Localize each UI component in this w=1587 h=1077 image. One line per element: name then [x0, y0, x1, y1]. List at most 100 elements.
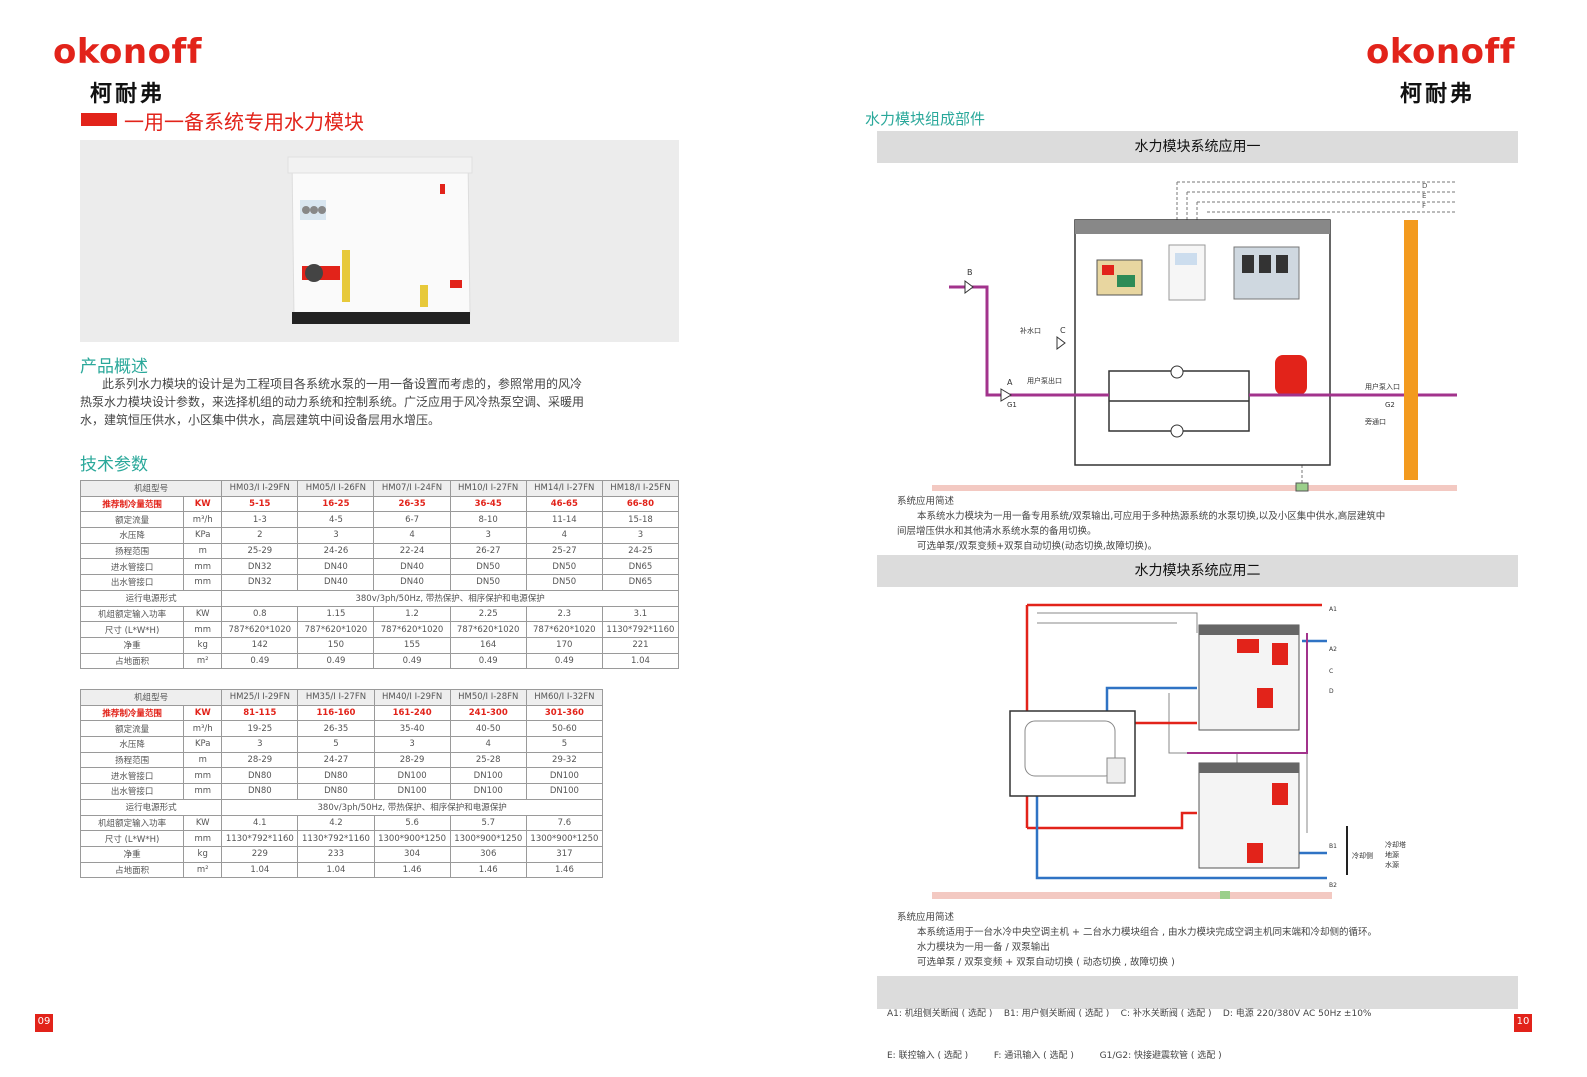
table-cell: 380v/3ph/50Hz, 带热保护、相序保护和电源保护	[221, 589, 679, 607]
app2-note-title: 系统应用简述	[897, 912, 955, 923]
table-cell: 占地面积	[79, 861, 185, 879]
table-cell: 0.49	[449, 652, 527, 670]
app1-note-line: 间层增压供水和其他清水系统水泵的备用切换。	[897, 526, 1097, 537]
table-cell: DN100	[525, 767, 604, 785]
app1-note: 系统应用简述 本系统水力模块为一用一备专用系统/双泵输出,可应用于多种热源系统的…	[897, 494, 1497, 554]
overview-text: 此系列水力模块的设计是为工程项目各系统水泵的一用一备设置而考虑的，参照常用的风冷…	[80, 375, 650, 429]
table-cell: KW	[183, 495, 223, 513]
table-cell: 155	[373, 636, 451, 654]
table-cell: 4-5	[297, 511, 375, 529]
table-cell: 1.2	[373, 605, 451, 623]
app2-note-line: 可选单泵 / 双泵变频 + 双泵自动切换 ( 动态切换 , 故障切换 )	[917, 957, 1175, 968]
table-cell: 额定流量	[79, 720, 185, 738]
table-cell: DN80	[297, 767, 375, 785]
brand-logo-cn-right: 柯耐弗	[1400, 82, 1476, 107]
table-cell: 0.49	[373, 652, 451, 670]
label-b: B	[967, 268, 973, 277]
table-cell: DN100	[373, 767, 451, 785]
table-cell: 233	[297, 845, 375, 863]
table-cell: 0.49	[525, 652, 603, 670]
app2-diagram: A1 A2 B1 B2 C D 冷却侧 冷却塔 地源 水源	[877, 593, 1518, 905]
table-cell: 进水管接口	[79, 558, 185, 576]
table-cell: 26-35	[297, 720, 375, 738]
table-cell: 尺寸 (L*W*H)	[79, 830, 185, 847]
table-cell: m	[183, 751, 223, 769]
overview-line: 水，建筑恒压供水，小区集中供水，高层建筑中间设备层用水增压。	[80, 413, 441, 427]
table-cell: mm	[183, 621, 223, 638]
table-cell: 1130*792*1160	[601, 621, 680, 638]
table-cell: DN50	[525, 574, 603, 591]
table-cell: 4	[373, 527, 451, 544]
app1-diagram: D E F B C	[877, 165, 1518, 495]
table-cell: 6-7	[373, 511, 451, 529]
table-cell: 3.1	[601, 605, 680, 623]
table-cell: 787*620*1020	[297, 621, 375, 638]
table-cell: 229	[221, 845, 299, 863]
table-cell: 221	[601, 636, 680, 654]
table-cell: 15-18	[601, 511, 680, 529]
label-cool-side: 冷却侧	[1352, 851, 1373, 860]
table-cell: 进水管接口	[79, 767, 185, 785]
table-cell: 306	[449, 845, 527, 863]
label-a: A	[1007, 378, 1013, 387]
app2-note-line: 本系统适用于一台水冷中央空调主机 + 二台水力模块组合 , 由水力模块完成空调主…	[917, 927, 1378, 938]
table-cell: 1-3	[221, 511, 299, 529]
table-cell: 787*620*1020	[449, 621, 527, 638]
table-cell: HM25/I I-29FN	[221, 689, 299, 706]
table-cell: DN80	[221, 783, 299, 800]
table-cell: 241-300	[449, 704, 527, 722]
table-cell: DN50	[449, 574, 527, 591]
table-cell: HM50/I I-28FN	[449, 689, 527, 706]
table-cell: DN50	[525, 558, 603, 576]
table-cell: HM18/I I-25FN	[601, 480, 680, 497]
table-cell: HM40/I I-29FN	[373, 689, 451, 706]
table-cell: 5	[297, 736, 375, 753]
table-cell: 150	[297, 636, 375, 654]
table-cell: 0.49	[221, 652, 299, 670]
overview-line: 热泵水力模块设计参数，来选择机组的动力系统和控制系统。广泛应用于风冷热泵空调、采…	[80, 395, 585, 409]
table-cell: 机组额定输入功率	[79, 814, 185, 832]
table-cell: 1.46	[449, 861, 527, 879]
table-cell: DN40	[373, 558, 451, 576]
table-cell: 116-160	[297, 704, 375, 722]
table-cell: KPa	[183, 736, 223, 753]
table-cell: DN40	[373, 574, 451, 591]
table-cell: 24-27	[297, 751, 375, 769]
table-cell: 36-45	[449, 495, 527, 513]
table-cell: 出水管接口	[79, 574, 185, 591]
table-cell: 3	[601, 527, 680, 544]
tech-params-title: 技术参数	[80, 455, 148, 475]
table-cell: m	[183, 542, 223, 560]
table-cell: DN40	[297, 574, 375, 591]
table-cell: 29-32	[525, 751, 604, 769]
table-cell: 运行电源形式	[79, 589, 223, 607]
table-cell: mm	[183, 574, 223, 591]
label-b2: B2	[1329, 882, 1337, 889]
table-cell: DN100	[449, 767, 527, 785]
table-cell: 35-40	[373, 720, 451, 738]
table-cell: 28-29	[373, 751, 451, 769]
table-cell: 8-10	[449, 511, 527, 529]
table-cell: 占地面积	[79, 652, 185, 670]
table-cell: 787*620*1020	[525, 621, 603, 638]
table-cell: 11-14	[525, 511, 603, 529]
table-cell: 380v/3ph/50Hz, 带热保护、相序保护和电源保护	[221, 798, 603, 816]
table-cell: mm	[183, 783, 223, 800]
